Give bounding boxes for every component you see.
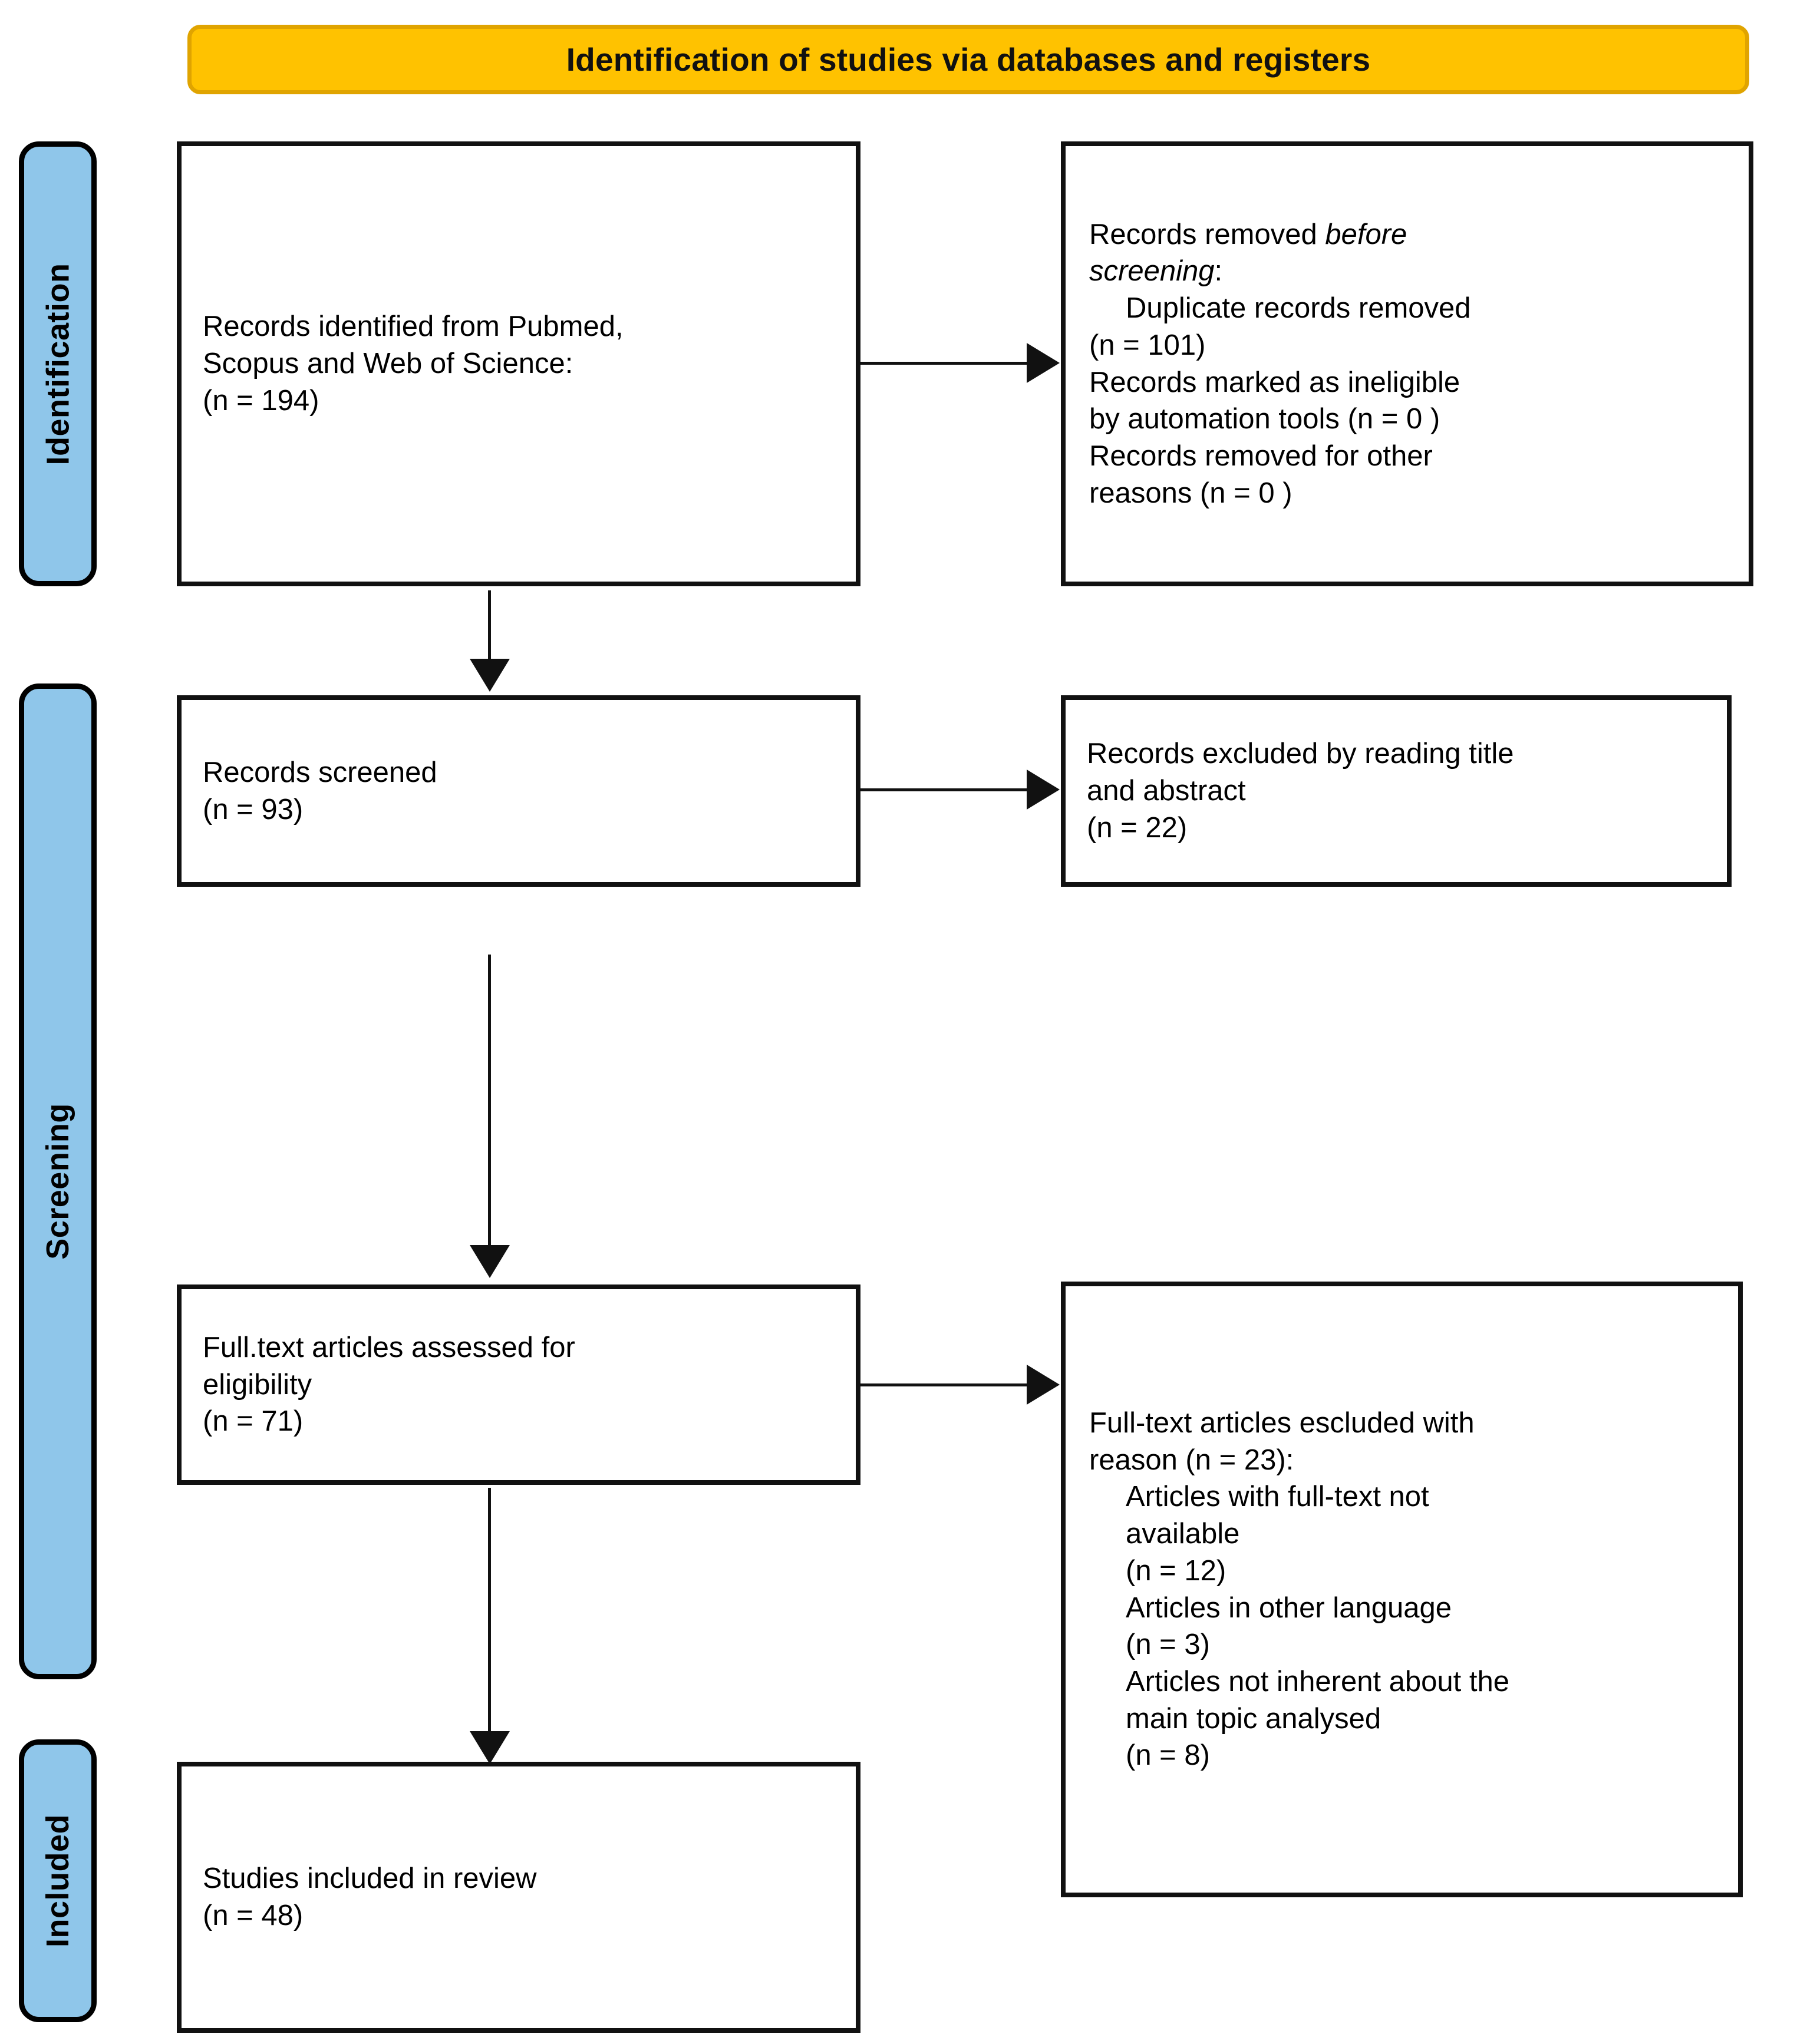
records-removed-heading: Records removed before [1089,216,1725,253]
records-removed-heading-colon: : [1214,255,1223,288]
diagram-header-banner: Identification of studies via databases … [187,25,1749,94]
studies-included-label: Studies included in review [203,1863,537,1895]
fulltext-assessed-line2: eligibility [203,1368,312,1401]
fulltext-excluded-heading-line1: Full-text articles escluded with [1089,1406,1475,1439]
stage-tab-included: Included [19,1739,97,2022]
records-removed-item2-count: by automation tools (n = 0 ) [1089,403,1440,435]
records-excluded-line1: Records excluded by reading title [1087,738,1514,770]
connector-fulltext-to-included-line [488,1488,491,1738]
stage-tab-identification: Identification [19,141,97,586]
connector-screened-to-excluded-line [860,788,1028,791]
records-identified-line2: Scopus and Web of Science: [203,348,573,380]
node-studies-included: Studies included in review (n = 48) [177,1762,860,2033]
fulltext-excluded-item3-label-cont: main topic analysed [1126,1702,1381,1735]
fulltext-excluded-item2-count: (n = 3) [1126,1629,1210,1661]
records-removed-item3-label: Records removed for other [1089,440,1433,472]
stage-label-identification: Identification [40,263,75,465]
fulltext-excluded-item1-count: (n = 12) [1126,1554,1226,1587]
records-screened-label: Records screened [203,756,437,788]
node-fulltext-excluded: Full-text articles escluded with reason … [1061,1282,1743,1897]
records-screened-count: (n = 93) [203,793,304,825]
records-removed-heading-italic-screening: screening [1089,255,1215,288]
records-removed-heading-italic-before: before [1325,218,1407,250]
fulltext-excluded-heading-line2: reason (n = 23): [1089,1444,1294,1476]
arrow-down-icon-identified-to-screened [470,659,510,692]
records-removed-item3-count: reasons (n = 0 ) [1089,477,1292,509]
records-removed-item1-count: (n = 101) [1089,329,1206,361]
connector-identified-to-removed-line [860,362,1028,365]
records-excluded-count: (n = 22) [1087,811,1188,844]
studies-included-count: (n = 48) [203,1900,304,1931]
node-records-identified: Records identified from Pubmed, Scopus a… [177,141,860,586]
fulltext-assessed-line1: Full.text articles assessed for [203,1331,575,1363]
node-records-removed-before-screening: Records removed before screening: Duplic… [1061,141,1753,586]
node-records-screened: Records screened (n = 93) [177,695,860,887]
stage-label-included: Included [40,1814,76,1948]
fulltext-excluded-item1-label: Articles with full-text not [1126,1481,1429,1513]
fulltext-excluded-item1-label-cont: available [1126,1518,1240,1550]
connector-identified-to-screened-line [488,590,491,662]
fulltext-excluded-item3-count: (n = 8) [1126,1739,1210,1772]
arrow-right-icon-identified-to-removed [1027,343,1060,383]
records-removed-heading-line2: screening: [1089,253,1725,290]
fulltext-excluded-item2-label: Articles in other language [1126,1591,1452,1624]
arrow-right-icon-fulltext-to-excluded [1027,1365,1060,1405]
arrow-down-icon-fulltext-to-included [470,1731,510,1764]
diagram-title: Identification of studies via databases … [566,41,1371,78]
records-identified-count: (n = 194) [203,384,319,417]
arrow-down-icon-screened-to-fulltext [470,1245,510,1278]
records-removed-item1-label: Duplicate records removed [1126,292,1471,325]
stage-tab-screening: Screening [19,683,97,1679]
node-records-excluded: Records excluded by reading title and ab… [1061,695,1732,887]
connector-fulltext-to-excluded-line [860,1383,1028,1386]
records-removed-item2-label: Records marked as ineligible [1089,366,1460,398]
records-identified-line1: Records identified from Pubmed, [203,311,624,343]
arrow-right-icon-screened-to-excluded [1027,770,1060,810]
records-removed-heading-plain: Records removed [1089,218,1326,250]
stage-label-screening: Screening [40,1103,75,1260]
records-excluded-line2: and abstract [1087,775,1246,807]
connector-screened-to-fulltext-line [488,955,491,1249]
fulltext-assessed-count: (n = 71) [203,1405,304,1438]
node-fulltext-assessed: Full.text articles assessed for eligibil… [177,1284,860,1485]
fulltext-excluded-item3-label: Articles not inherent about the [1126,1665,1510,1698]
